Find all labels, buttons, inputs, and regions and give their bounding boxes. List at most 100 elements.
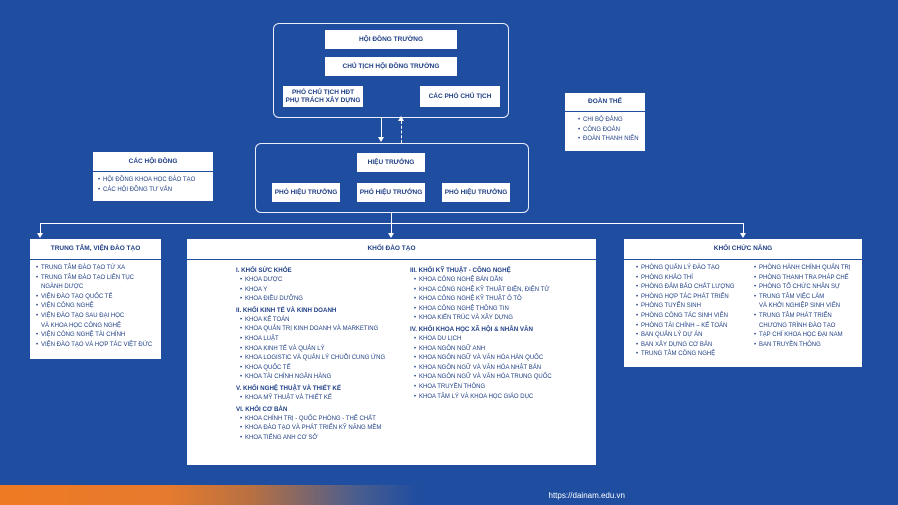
footer-url-link[interactable]: https://dainam.edu.vn: [548, 491, 626, 500]
board-frame: [273, 23, 509, 118]
doan-the-panel: ĐOÀN THỂ CHI BỘ ĐẢNGCÔNG ĐOÀNĐOÀN THANH …: [565, 93, 645, 151]
pho-hieu-truong-box-2[interactable]: PHÓ HIỆU TRƯỞNG: [357, 183, 425, 202]
pho-hieu-truong-box-1[interactable]: PHÓ HIỆU TRƯỞNG: [272, 183, 340, 202]
arrow-down-icon: [37, 233, 43, 238]
section-title: V. KHỐI NGHỆ THUẬT VÀ THIẾT KẾ: [236, 384, 341, 392]
list-item[interactable]: KHOA KIẾN TRÚC VÀ XÂY DỰNG: [414, 314, 590, 324]
section-list: KHOA CHÍNH TRỊ - QUỐC PHÒNG - THỂ CHẤTKH…: [236, 415, 406, 444]
list-item[interactable]: BAN TRUYỀN THÔNG: [754, 341, 851, 351]
list-item[interactable]: KHOA NGÔN NGỮ ANH: [414, 345, 590, 355]
list-item[interactable]: TRUNG TÂM VIỆC LÀM: [754, 293, 851, 303]
pho-hieu-truong-label: PHÓ HIỆU TRƯỞNG: [359, 188, 423, 196]
khoi-chuc-nang-left-list: PHÒNG QUẢN LÝ ĐÀO TẠOPHÒNG KHẢO THÍPHÒNG…: [636, 264, 735, 360]
list-item[interactable]: KHOA CHÍNH TRỊ - QUỐC PHÒNG - THỂ CHẤT: [240, 415, 406, 425]
list-item[interactable]: TRUNG TÂM ĐÀO TẠO TỪ XA: [36, 264, 161, 274]
arrow-down-icon: [740, 233, 746, 238]
list-item[interactable]: CÔNG ĐOÀN: [578, 126, 645, 136]
list-item[interactable]: KHOA Y: [240, 286, 406, 296]
list-item[interactable]: KHOA NGÔN NGỮ VÀ VĂN HÓA NHẬT BẢN: [414, 364, 590, 374]
list-item[interactable]: KHOA TIẾNG ANH CƠ SỞ: [240, 434, 406, 444]
list-item[interactable]: KHOA DU LỊCH: [414, 335, 590, 345]
list-item[interactable]: KHOA MỸ THUẬT VÀ THIẾT KẾ: [240, 394, 406, 404]
cac-pho-chu-tich-box[interactable]: CÁC PHÓ CHỦ TỊCH: [420, 86, 500, 107]
khoi-chuc-nang-title: KHỐI CHỨC NĂNG: [713, 245, 773, 252]
section-list: KHOA CÔNG NGHỆ BÁN DẪNKHOA CÔNG NGHỆ KỸ …: [410, 276, 590, 324]
list-item[interactable]: KHOA LOGISTIC VÀ QUẢN LÝ CHUỖI CUNG ỨNG: [240, 354, 406, 364]
list-item[interactable]: VIỆN CÔNG NGHỆ TÀI CHÍNH: [36, 331, 161, 341]
list-item[interactable]: TẠP CHÍ KHOA HỌC ĐẠI NAM: [754, 331, 851, 341]
list-item[interactable]: PHÒNG ĐẢM BẢO CHẤT LƯỢNG: [636, 283, 735, 293]
khoi-dao-tao-right-column: III. KHỐI KỸ THUẬT - CÔNG NGHỆKHOA CÔNG …: [410, 265, 590, 402]
list-item[interactable]: VÀ KHOA HỌC CÔNG NGHỆ: [41, 322, 122, 329]
list-item[interactable]: CHƯƠNG TRÌNH ĐÀO TẠO: [759, 322, 836, 329]
to-khoi-dao-tao-line: [391, 223, 392, 234]
khoi-dao-tao-title: KHỐI ĐÀO TẠO: [367, 245, 416, 252]
list-item[interactable]: KHOA CÔNG NGHỆ KỸ THUẬT ĐIỆN, ĐIỆN TỬ: [414, 286, 590, 296]
list-item[interactable]: KHOA QUẢN TRỊ KINH DOANH VÀ MARKETING: [240, 325, 406, 335]
list-item[interactable]: TRUNG TÂM PHÁT TRIỂN: [754, 312, 851, 322]
list-item[interactable]: PHÒNG KHẢO THÍ: [636, 274, 735, 284]
list-item[interactable]: KHOA CÔNG NGHỆ KỸ THUẬT Ô TÔ: [414, 295, 590, 305]
list-item[interactable]: KHOA KẾ TOÁN: [240, 316, 406, 326]
pho-chu-tich-line2: PHỤ TRÁCH XÂY DỰNG: [285, 96, 361, 104]
trung-tam-title: TRUNG TÂM, VIỆN ĐÀO TẠO: [50, 245, 141, 252]
section-list: KHOA DU LỊCHKHOA NGÔN NGỮ ANHKHOA NGÔN N…: [410, 335, 590, 402]
list-item[interactable]: KHOA ĐÀO TẠO VÀ PHÁT TRIỂN KỸ NĂNG MỀM: [240, 424, 406, 434]
list-item[interactable]: KHOA TÂM LÝ VÀ KHOA HỌC GIÁO DỤC: [414, 393, 590, 403]
list-item[interactable]: KHOA TÀI CHÍNH NGÂN HÀNG: [240, 373, 406, 383]
list-item[interactable]: TRUNG TÂM ĐÀO TẠO LIÊN TỤC: [36, 274, 161, 284]
section-title: I. KHỐI SỨC KHỎE: [236, 267, 292, 274]
pho-hieu-truong-box-3[interactable]: PHÓ HIỆU TRƯỞNG: [442, 183, 510, 202]
khoi-chuc-nang-panel: KHỐI CHỨC NĂNG PHÒNG QUẢN LÝ ĐÀO TẠOPHÒN…: [624, 239, 862, 367]
doan-the-divider: [565, 111, 645, 112]
list-item[interactable]: KHOA CÔNG NGHỆ BÁN DẪN: [414, 276, 590, 286]
list-item[interactable]: KHOA KINH TẾ VÀ QUẢN LÝ: [240, 345, 406, 355]
list-item[interactable]: BAN XÂY DỰNG CƠ BẢN: [636, 341, 735, 351]
pho-hieu-truong-label: PHÓ HIỆU TRƯỞNG: [444, 188, 508, 196]
list-item[interactable]: ĐOÀN THANH NIÊN: [578, 135, 645, 145]
khoi-chuc-nang-divider: [624, 259, 862, 260]
list-item[interactable]: VÀ KHỞI NGHIỆP SINH VIÊN: [759, 303, 841, 310]
hoi-dong-truong-label: HỘI ĐỒNG TRƯỜNG: [358, 35, 424, 43]
list-item[interactable]: PHÒNG HÀNH CHÍNH QUẢN TRỊ: [754, 264, 851, 274]
list-item[interactable]: VIỆN CÔNG NGHỆ: [36, 302, 161, 312]
cac-hoi-dong-divider: [93, 171, 213, 172]
section-list: KHOA MỸ THUẬT VÀ THIẾT KẾ: [236, 394, 406, 404]
list-item[interactable]: TRUNG TÂM CÔNG NGHỆ: [636, 350, 735, 360]
section-title: II. KHỐI KINH TẾ VÀ KINH DOANH: [236, 306, 337, 314]
list-item[interactable]: NGÀNH DƯỢC: [41, 284, 84, 291]
chu-tich-box[interactable]: CHỦ TỊCH HỘI ĐỒNG TRƯỜNG: [325, 57, 457, 76]
cac-hoi-dong-panel: CÁC HỘI ĐỒNG HỘI ĐỒNG KHOA HỌC ĐÀO TẠOCÁ…: [93, 152, 213, 201]
list-item[interactable]: KHOA NGÔN NGỮ VÀ VĂN HÓA TRUNG QUỐC: [414, 373, 590, 383]
list-item[interactable]: PHÒNG TUYỂN SINH: [636, 302, 735, 312]
list-item[interactable]: CHI BỘ ĐẢNG: [578, 116, 645, 126]
list-item[interactable]: VIỆN ĐÀO TẠO SAU ĐẠI HỌC: [36, 312, 161, 322]
list-item[interactable]: PHÒNG TỔ CHỨC NHÂN SỰ: [754, 283, 851, 293]
list-item[interactable]: PHÒNG HỢP TÁC PHÁT TRIỂN: [636, 293, 735, 303]
trung-tam-panel: TRUNG TÂM, VIỆN ĐÀO TẠO TRUNG TÂM ĐÀO TẠ…: [30, 239, 161, 359]
list-item[interactable]: KHOA QUỐC TẾ: [240, 364, 406, 374]
list-item[interactable]: PHÒNG THANH TRA PHÁP CHẾ: [754, 274, 851, 284]
list-item[interactable]: VIỆN ĐÀO TẠO QUỐC TẾ: [36, 293, 161, 303]
list-item[interactable]: KHOA DƯỢC: [240, 276, 406, 286]
exec-to-board-dashed-line: [401, 121, 402, 143]
list-item[interactable]: HỘI ĐỒNG KHOA HỌC ĐÀO TẠO: [98, 176, 213, 186]
list-item[interactable]: BAN QUẢN LÝ DỰ ÁN: [636, 331, 735, 341]
hieu-truong-box[interactable]: HIỆU TRƯỞNG: [357, 153, 425, 172]
board-to-exec-line: [381, 118, 382, 140]
list-item[interactable]: KHOA NGÔN NGỮ VÀ VĂN HÓA HÀN QUỐC: [414, 354, 590, 364]
hoi-dong-truong-box[interactable]: HỘI ĐỒNG TRƯỜNG: [325, 30, 457, 49]
section-list: KHOA DƯỢCKHOA YKHOA ĐIỀU DƯỠNG: [236, 276, 406, 305]
list-item[interactable]: PHÒNG TÀI CHÍNH – KẾ TOÁN: [636, 322, 735, 332]
list-item[interactable]: KHOA CÔNG NGHỆ THÔNG TIN: [414, 305, 590, 315]
cac-hoi-dong-list: HỘI ĐỒNG KHOA HỌC ĐÀO TẠOCÁC HỘI ĐỒNG TƯ…: [93, 172, 213, 195]
doan-the-list: CHI BỘ ĐẢNGCÔNG ĐOÀNĐOÀN THANH NIÊN: [565, 112, 645, 145]
list-item[interactable]: KHOA LUẬT: [240, 335, 406, 345]
list-item[interactable]: CÁC HỘI ĐỒNG TƯ VẤN: [98, 186, 213, 196]
list-item[interactable]: KHOA ĐIỀU DƯỠNG: [240, 295, 406, 305]
list-item[interactable]: PHÒNG CÔNG TÁC SINH VIÊN: [636, 312, 735, 322]
list-item[interactable]: PHÒNG QUẢN LÝ ĐÀO TẠO: [636, 264, 735, 274]
list-item[interactable]: KHOA TRUYỀN THÔNG: [414, 383, 590, 393]
list-item[interactable]: VIỆN ĐÀO TẠO VÀ HỢP TÁC VIỆT ĐỨC: [36, 341, 161, 351]
pho-chu-tich-hdt-box[interactable]: PHÓ CHỦ TỊCH HĐT PHỤ TRÁCH XÂY DỰNG: [283, 86, 363, 107]
